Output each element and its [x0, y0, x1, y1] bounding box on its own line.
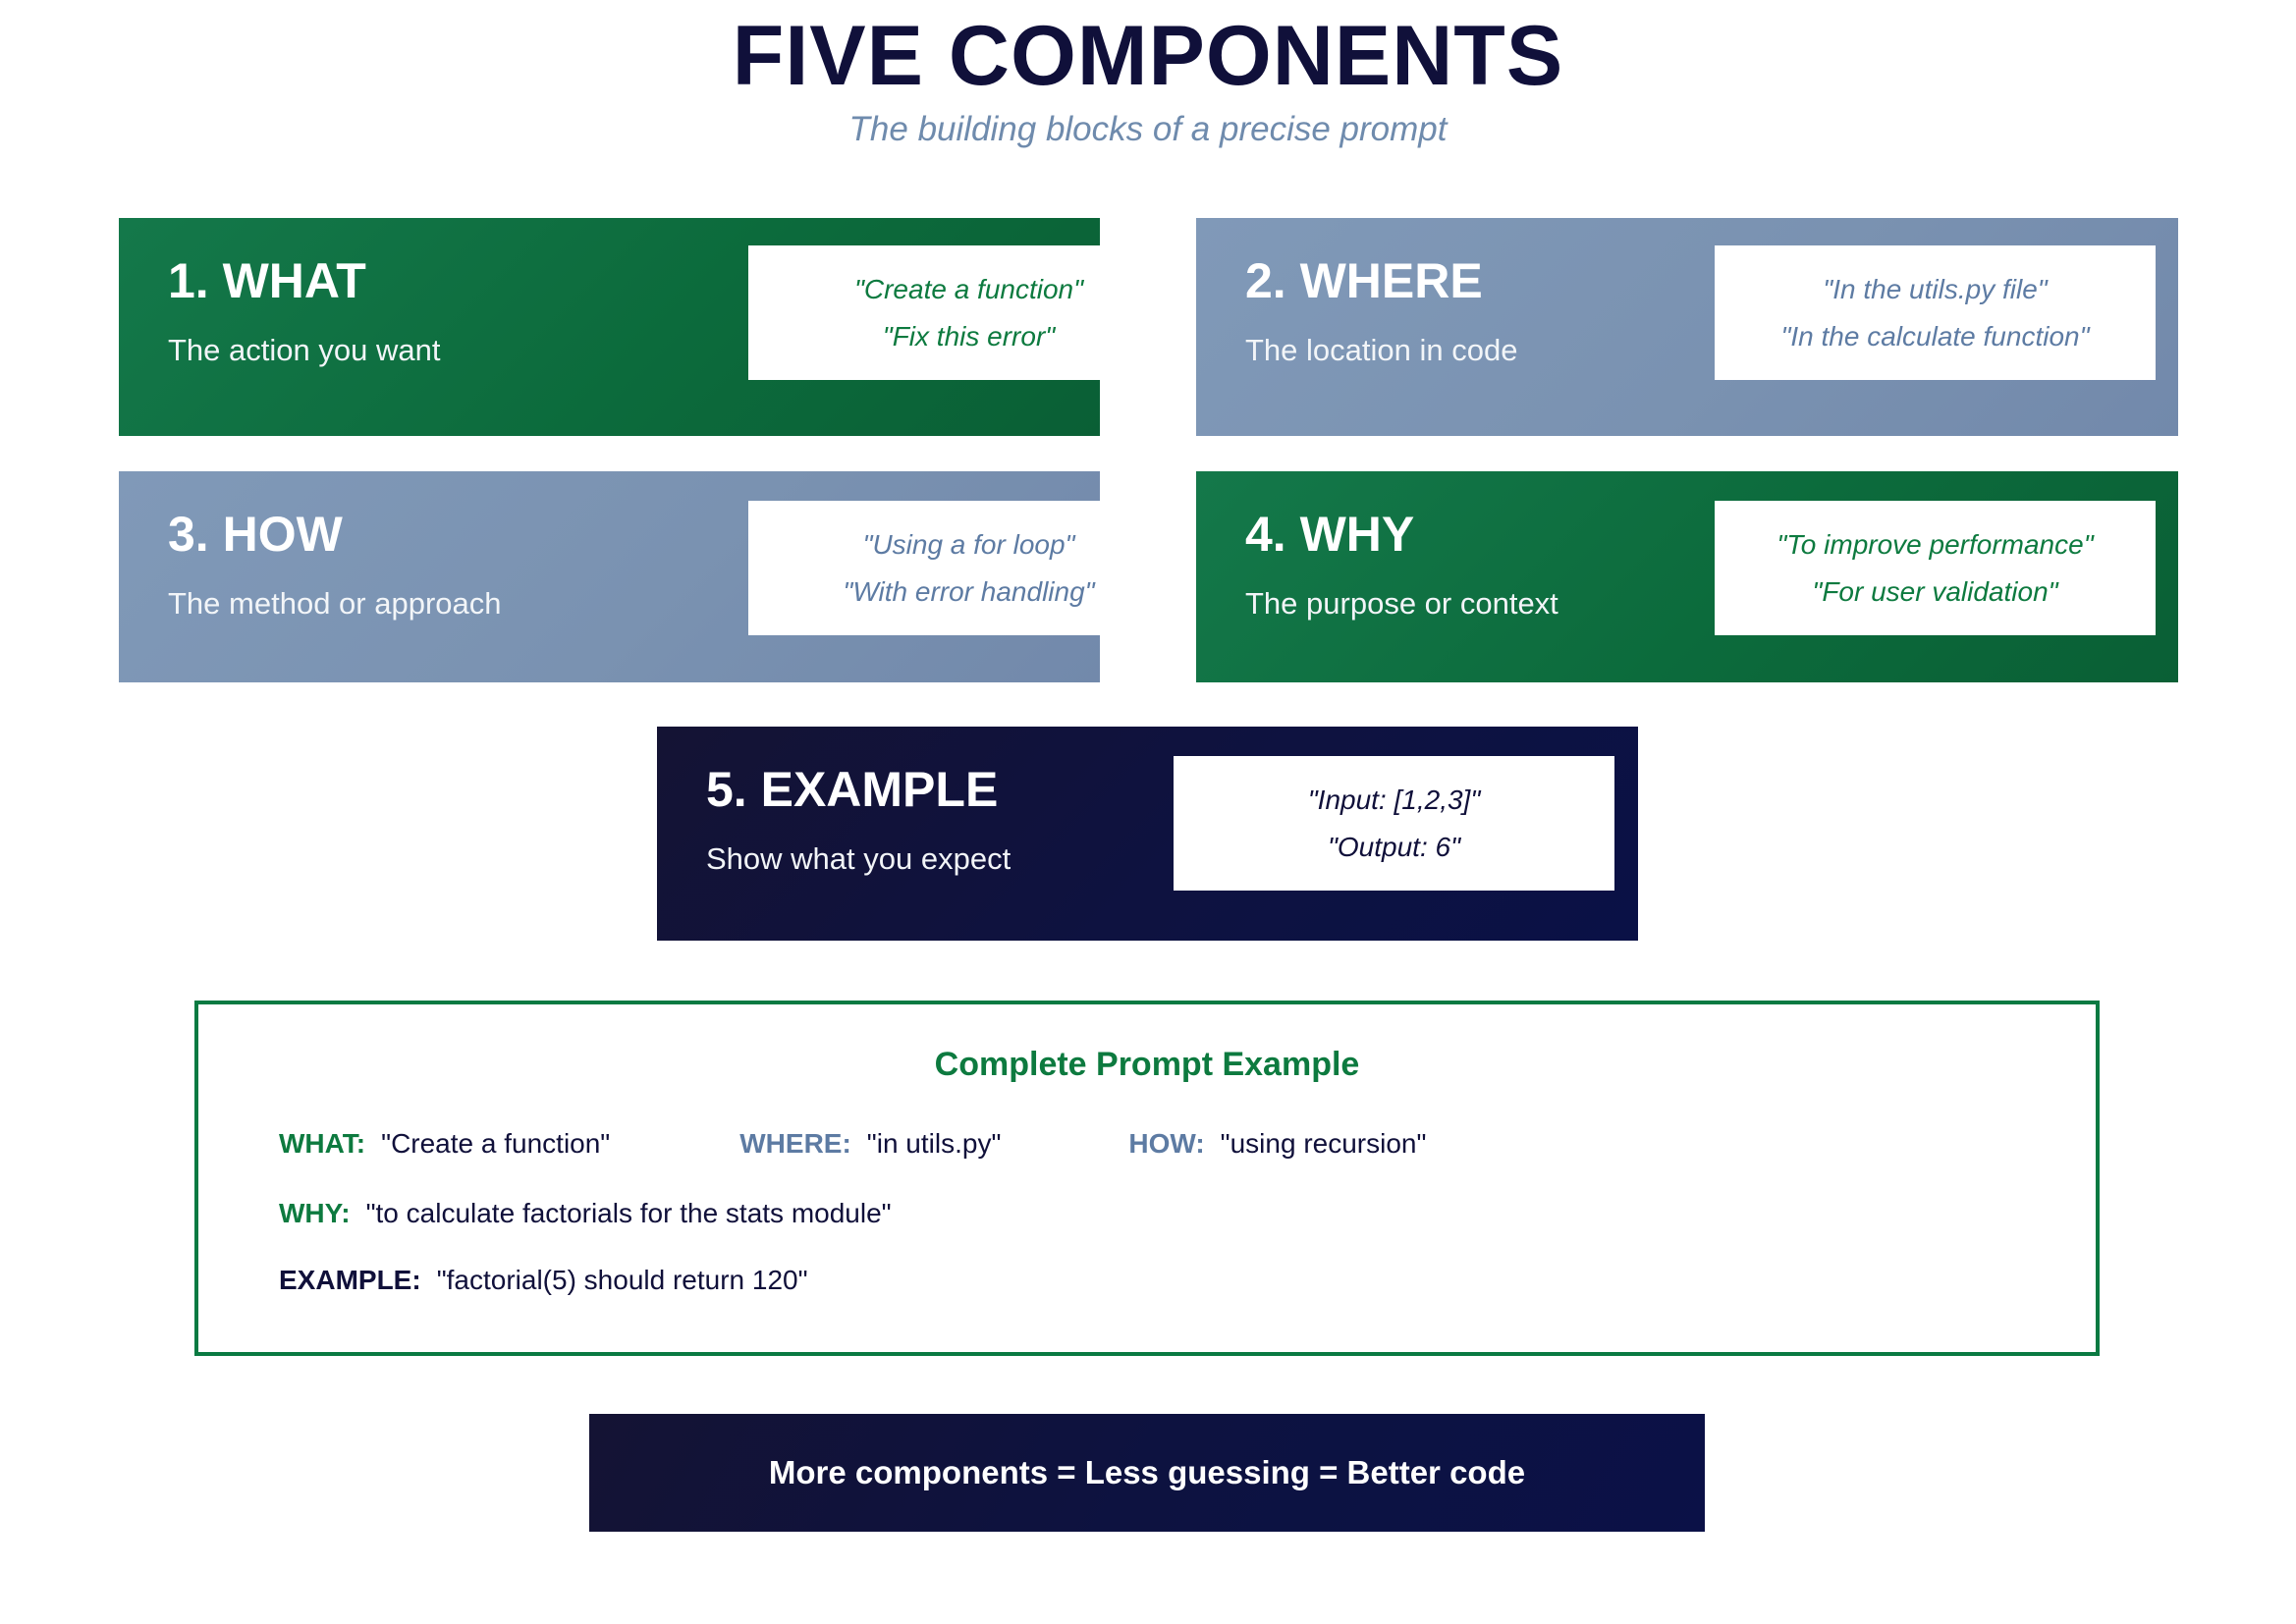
prompt-row: WHAT: "Create a function" WHERE: "in uti… [279, 1128, 1426, 1160]
card-title: 1. WHAT [168, 253, 366, 308]
card-text-block: 3. HOW The method or approach [168, 509, 502, 622]
prompt-value: "to calculate factorials for the stats m… [365, 1198, 892, 1228]
component-card-where: 2. WHERE The location in code "In the ut… [1196, 218, 2178, 436]
card-example-box: "Using a for loop" "With error handling" [748, 501, 1189, 635]
prompt-segment-what: WHAT: "Create a function" [279, 1128, 610, 1160]
panel-title: Complete Prompt Example [934, 1046, 1360, 1083]
prompt-segment-example: EXAMPLE: "factorial(5) should return 120… [279, 1265, 808, 1296]
component-card-example: 5. EXAMPLE Show what you expect "Input: … [657, 727, 1638, 941]
example-line: "With error handling" [843, 575, 1095, 607]
card-description: The method or approach [168, 585, 502, 621]
card-description: Show what you expect [706, 840, 1011, 876]
prompt-value: "factorial(5) should return 120" [436, 1265, 808, 1295]
card-example-box: "Create a function" "Fix this error" [748, 245, 1189, 380]
card-example-box: "To improve performance" "For user valid… [1715, 501, 2156, 635]
component-card-what: 1. WHAT The action you want "Create a fu… [119, 218, 1189, 436]
prompt-segment-where: WHERE: "in utils.py" [739, 1128, 1001, 1160]
footer-banner: More components = Less guessing = Better… [589, 1414, 1705, 1532]
page-title: FIVE COMPONENTS [732, 9, 1564, 103]
prompt-segment-why: WHY: "to calculate factorials for the st… [279, 1198, 892, 1229]
example-line: "Create a function" [853, 273, 1084, 304]
card-title: 3. HOW [168, 507, 343, 562]
card-title: 4. WHY [1245, 507, 1415, 562]
card-text-block: 4. WHY The purpose or context [1245, 509, 1558, 622]
footer-text: More components = Less guessing = Better… [768, 1454, 1526, 1490]
example-line: "In the utils.py file" [1823, 273, 2048, 304]
prompt-row: WHY: "to calculate factorials for the st… [279, 1198, 892, 1229]
card-text-block: 5. EXAMPLE Show what you expect [706, 764, 1011, 877]
card-description: The purpose or context [1245, 585, 1558, 621]
prompt-row: EXAMPLE: "factorial(5) should return 120… [279, 1265, 808, 1296]
example-line: "Output: 6" [1327, 831, 1461, 862]
component-card-why: 4. WHY The purpose or context "To improv… [1196, 471, 2178, 682]
example-line: "For user validation" [1812, 575, 2058, 607]
card-description: The action you want [168, 332, 441, 367]
card-example-box: "Input: [1,2,3]" "Output: 6" [1174, 756, 1614, 891]
card-description: The location in code [1245, 332, 1518, 367]
prompt-segment-how: HOW: "using recursion" [1128, 1128, 1426, 1160]
prompt-label: WHERE: [739, 1128, 851, 1159]
prompt-label: WHAT: [279, 1128, 366, 1159]
complete-prompt-example-panel: Complete Prompt Example WHAT: "Create a … [194, 1001, 2100, 1356]
card-example-box: "In the utils.py file" "In the calculate… [1715, 245, 2156, 380]
example-line: "Using a for loop" [862, 528, 1075, 560]
page-subtitle: The building blocks of a precise prompt [848, 110, 1448, 148]
example-line: "Fix this error" [882, 320, 1056, 352]
prompt-label: HOW: [1128, 1128, 1205, 1159]
example-line: "To improve performance" [1777, 528, 2094, 560]
prompt-value: "using recursion" [1220, 1128, 1427, 1159]
card-text-block: 2. WHERE The location in code [1245, 255, 1517, 368]
card-text-block: 1. WHAT The action you want [168, 255, 440, 368]
example-line: "Input: [1,2,3]" [1307, 784, 1481, 815]
card-title: 5. EXAMPLE [706, 762, 999, 817]
prompt-value: "in utils.py" [866, 1128, 1002, 1159]
card-title: 2. WHERE [1245, 253, 1483, 308]
prompt-value: "Create a function" [381, 1128, 611, 1159]
prompt-label: WHY: [279, 1198, 351, 1228]
component-card-how: 3. HOW The method or approach "Using a f… [119, 471, 1189, 682]
prompt-label: EXAMPLE: [279, 1265, 421, 1295]
example-line: "In the calculate function" [1780, 320, 2090, 352]
